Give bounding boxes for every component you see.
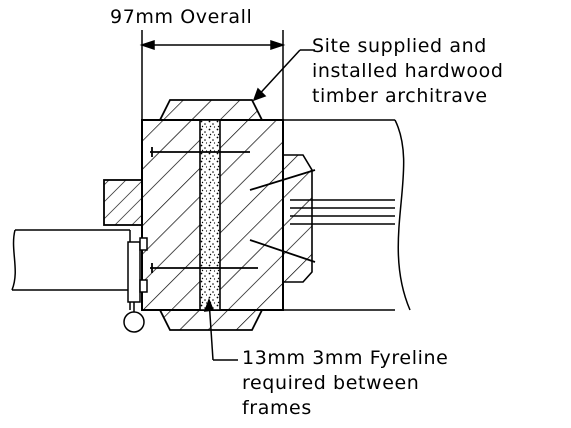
glazing-lines [290, 199, 395, 225]
architrave-note-line: installed hardwood [312, 60, 504, 82]
fyreline-note-line: required between [242, 372, 420, 394]
fixing-screws [150, 147, 258, 273]
wall-lining-right [283, 119, 411, 311]
door-stop [103, 179, 143, 226]
fyreline-note: 13mm 3mm Fyreline required between frame… [242, 346, 448, 421]
fyreline-leader [203, 297, 238, 361]
architrave-leader [252, 49, 315, 102]
angled-screws [249, 169, 316, 263]
hinge [123, 237, 148, 333]
dimension-line [139, 30, 286, 120]
architrave-top [158, 99, 264, 121]
overall-dimension-label: 97mm Overall [110, 6, 253, 28]
fyreline-board [199, 119, 221, 311]
door-leaf [11, 229, 131, 310]
right-stop [282, 154, 313, 283]
fyreline-note-line: 13mm 3mm Fyreline [242, 347, 449, 369]
architrave-note-line: Site supplied and [312, 35, 487, 57]
architrave-note: Site supplied and installed hardwood tim… [312, 34, 504, 109]
fyreline-note-line: frames [242, 397, 312, 419]
architrave-note-line: timber architrave [312, 85, 488, 107]
